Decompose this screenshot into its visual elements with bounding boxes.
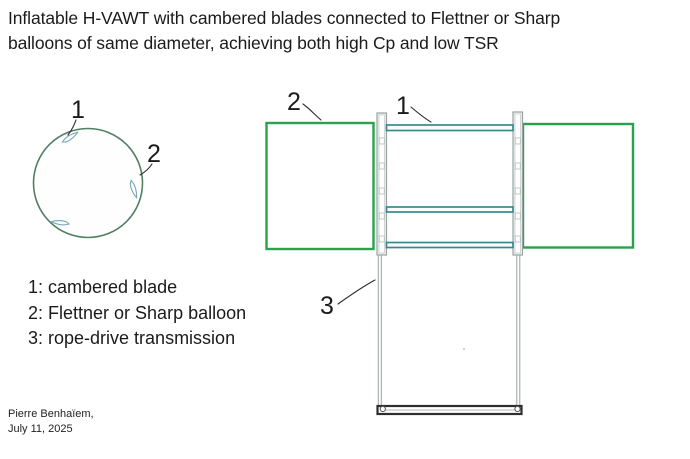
middle-spar [385,206,514,213]
cambered-blade-bottom [49,219,71,226]
legend-item-transmission: 3: rope-drive transmission [28,328,236,348]
top-spar [385,124,514,132]
topview-blade-label: 1 [71,96,85,124]
right-blade-column [512,111,524,256]
slide-title-line2: balloons of same diameter, achieving bot… [8,33,499,53]
topview-balloon-label: 2 [147,140,161,168]
slide-title-line1: Inflatable H-VAWT with cambered blades c… [8,8,561,28]
attribution: Pierre Benhaïem, July 11, 2025 [8,407,94,437]
left-pulley [379,405,386,413]
right-pulley [514,405,521,413]
attribution-author: Pierre Benhaïem, [8,408,94,420]
leader-line-transmission [337,279,376,305]
turbine-front-view-diagram: 2 1 3 [265,88,635,416]
speck-artifact [463,348,465,350]
left-blade-column [376,112,388,256]
rotor-path-circle [32,127,144,239]
leader-line-balloon-topview [139,163,153,176]
cambered-blade-top [61,131,79,143]
cambered-blade-right [129,179,138,200]
frontview-transmission-label: 3 [320,292,334,320]
legend-item-cambered-blade: 1: cambered blade [28,277,178,297]
rotor-top-view-diagram: 1 2 [32,96,161,239]
slide-title: Inflatable H-VAWT with cambered blades c… [8,6,668,56]
attribution-date: July 11, 2025 [8,423,73,435]
right-balloon [521,122,635,249]
legend: 1: cambered blade 2: Flettner or Sharp b… [28,275,246,352]
legend-item-balloon: 2: Flettner or Sharp balloon [28,302,247,323]
leader-line-balloon-frontview [302,103,322,121]
leader-line-blade-frontview [410,106,432,123]
frontview-balloon-label: 2 [287,88,301,116]
left-balloon [265,121,375,251]
bottom-spar [385,241,514,249]
right-rope [516,255,521,406]
frontview-blade-label: 1 [396,92,410,120]
left-rope [377,255,382,406]
leader-line-blade-topview [67,119,77,136]
